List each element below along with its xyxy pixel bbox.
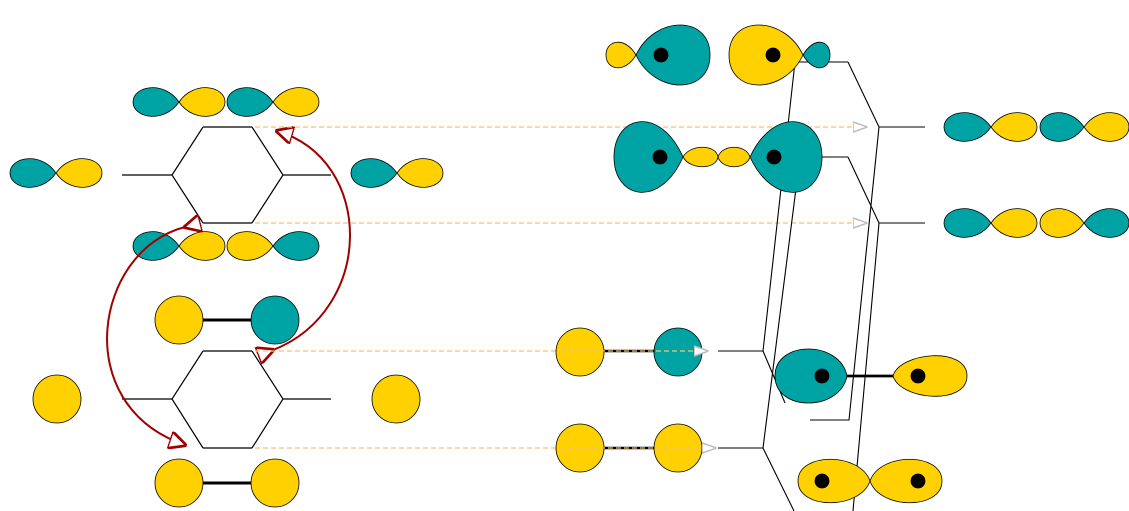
- nucleus-marker: [653, 47, 669, 63]
- hybrid-orbital-top: [605, 24, 831, 86]
- nucleus-marker: [910, 368, 926, 384]
- connector-line: [762, 447, 795, 511]
- teal-orbital-lobe: [132, 87, 180, 117]
- yellow-orbital-lobe: [717, 146, 751, 168]
- pi-correlation-lines-right: [251, 126, 284, 224]
- teal-orbital-lobe: [802, 41, 831, 69]
- yellow-orbital-sphere: [154, 458, 204, 508]
- teal-orbital-lobe: [132, 231, 180, 261]
- connector-line: [847, 61, 880, 128]
- right-level-lines: [718, 61, 925, 511]
- sigma-bonding-orbital: [154, 458, 300, 508]
- connector-line: [852, 222, 880, 511]
- connector-line: [762, 350, 786, 404]
- teal-orbital-lobe: [943, 208, 992, 238]
- yellow-orbital-lobe: [990, 112, 1038, 142]
- teal-orbital-lobe: [226, 87, 274, 117]
- yellow-orbital-lobe: [226, 231, 274, 261]
- yellow-orbital-lobe: [396, 158, 444, 188]
- yellow-orbital-lobe: [178, 231, 226, 261]
- connector-line: [762, 61, 820, 352]
- teal-orbital-sphere: [250, 295, 300, 345]
- sigma-correlation-lines-right: [251, 350, 284, 449]
- nucleus-marker: [814, 368, 830, 384]
- sigma-level-hexagon: [122, 350, 331, 449]
- sigma-antibonding-orbital: [154, 295, 300, 345]
- nucleus-marker: [814, 473, 830, 489]
- teal-orbital-lobe: [9, 158, 57, 188]
- yellow-orbital-lobe: [178, 87, 226, 117]
- connector-line: [762, 156, 820, 449]
- teal-orbital-lobe: [350, 158, 398, 188]
- hybrid-orbital-sigma-star: [774, 348, 968, 404]
- yellow-orbital-lobe: [1083, 112, 1129, 142]
- curved-arrows: [106, 131, 351, 445]
- yellow-orbital-lobe: [797, 458, 871, 504]
- teal-orbital-lobe: [774, 348, 848, 404]
- connector-line: [810, 126, 880, 421]
- yellow-orbital-lobe: [1039, 208, 1085, 238]
- hybrid-orbital-sigma: [797, 458, 943, 504]
- curved-arrow-pi-to-sigma: [106, 227, 185, 445]
- teal-orbital-lobe: [1039, 112, 1085, 142]
- dashed-overlay: [560, 351, 715, 448]
- pi-antibonding-orbital: [132, 87, 320, 117]
- nucleus-marker: [766, 149, 782, 165]
- mid-sigma-antibonding-basis: [555, 327, 703, 377]
- connector-line: [847, 156, 880, 224]
- nucleus-marker: [765, 47, 781, 63]
- left-sigma-system: [32, 295, 421, 508]
- teal-orbital-lobe: [272, 231, 320, 261]
- final-pi-antibonding-orbital: [943, 112, 1129, 142]
- teal-orbital-sphere: [653, 327, 703, 377]
- yellow-orbital-sphere: [555, 327, 605, 377]
- sigma-correlation-lines: [171, 350, 204, 449]
- nucleus-marker: [652, 149, 668, 165]
- yellow-orbital-sphere: [250, 458, 300, 508]
- hybrid-orbital-second: [613, 121, 823, 193]
- p-orbital-left: [9, 158, 103, 188]
- yellow-orbital-lobe: [892, 355, 968, 397]
- yellow-orbital-lobe: [605, 41, 637, 69]
- p-orbital-right: [350, 158, 444, 188]
- yellow-orbital-sphere: [653, 423, 703, 473]
- pi-correlation-lines: [171, 126, 204, 224]
- yellow-orbital-sphere: [154, 295, 204, 345]
- teal-orbital-lobe: [1083, 208, 1129, 238]
- nucleus-marker: [910, 473, 926, 489]
- teal-orbital-lobe: [749, 121, 823, 193]
- teal-orbital-lobe: [943, 112, 992, 142]
- yellow-orbital-lobe: [272, 87, 320, 117]
- final-pi-bonding-orbital: [943, 208, 1129, 238]
- yellow-orbital-lobe: [990, 208, 1038, 238]
- yellow-orbital-lobe: [869, 458, 943, 504]
- teal-orbital-lobe: [635, 24, 711, 86]
- teal-orbital-lobe: [613, 121, 684, 193]
- s-orbital-left: [32, 374, 82, 424]
- s-orbital-right: [371, 374, 421, 424]
- yellow-orbital-lobe: [55, 158, 103, 188]
- left-pi-system: [9, 87, 444, 261]
- curved-arrow-sigma-to-pi: [273, 131, 351, 350]
- yellow-orbital-lobe: [682, 146, 719, 168]
